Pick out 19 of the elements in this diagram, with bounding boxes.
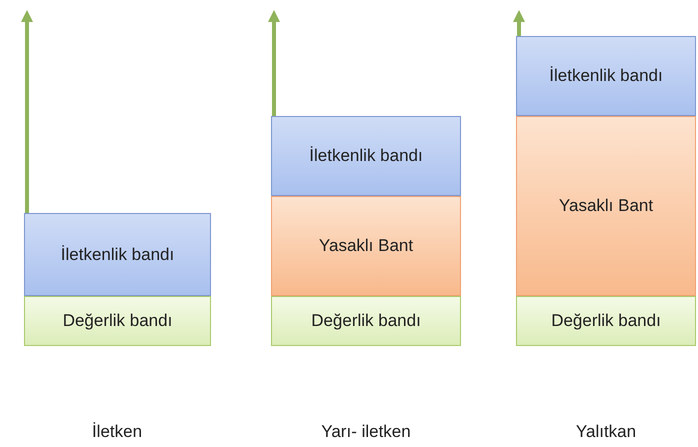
energy-band	[516, 296, 696, 346]
energy-band	[271, 116, 461, 196]
energy-band	[24, 213, 211, 296]
band-label: Değerlik bandı	[311, 311, 421, 331]
material-label: Yalıtkan	[576, 422, 636, 442]
band-label: İletkenlik bandı	[549, 66, 663, 86]
band-label: Yasaklı Bant	[558, 196, 654, 216]
energy-band	[271, 196, 461, 296]
band-label: İletkenlik bandı	[60, 244, 174, 264]
band-label: Değerlik bandı	[62, 311, 172, 331]
energy-band	[516, 116, 696, 296]
material-label: Yarı- iletken	[321, 422, 411, 442]
band-label: Değerlik bandı	[551, 311, 661, 331]
band-label: İletkenlik bandı	[309, 146, 423, 166]
energy-band	[516, 36, 696, 116]
band-label: Yasaklı Bant	[318, 236, 414, 256]
energy-band	[24, 296, 211, 346]
energy-band	[271, 296, 461, 346]
material-label: İletken	[92, 422, 142, 442]
